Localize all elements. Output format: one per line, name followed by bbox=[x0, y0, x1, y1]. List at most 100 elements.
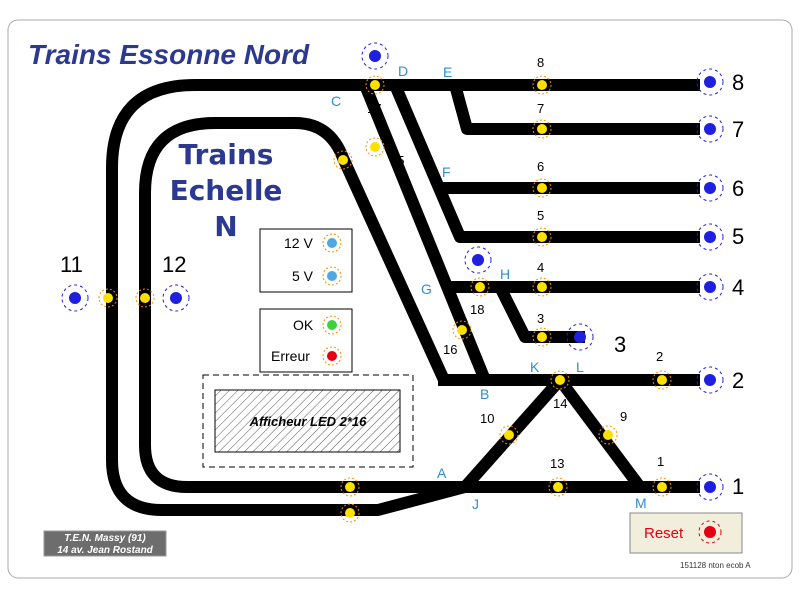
switch-letter-e: E bbox=[443, 64, 452, 80]
sensor-number-18: 18 bbox=[470, 302, 484, 317]
power-5v-label: 5 V bbox=[292, 268, 314, 284]
yellow-led-c bbox=[333, 150, 353, 170]
track-inner-loop bbox=[139, 117, 700, 493]
sensor-numbers: 1 2 3 4 5 6 7 8 9 10 13 14 15 16 17 18 bbox=[367, 55, 664, 471]
power-5v-led bbox=[322, 266, 342, 286]
sensor-number-8: 8 bbox=[537, 55, 544, 70]
yellow-led-2 bbox=[652, 370, 672, 390]
footer-note: 151128 nton ecob A bbox=[680, 561, 751, 570]
yellow-led-9 bbox=[598, 425, 618, 445]
blue-led-track-11 bbox=[61, 284, 89, 312]
track-branch-e-7 bbox=[449, 83, 700, 135]
yellow-led-11 bbox=[98, 288, 118, 308]
sensor-number-13: 13 bbox=[550, 456, 564, 471]
status-ok-led bbox=[322, 315, 342, 335]
yellow-led-16 bbox=[452, 320, 472, 340]
echelle-line-2: Echelle bbox=[170, 174, 283, 207]
blue-led-track-7 bbox=[696, 115, 724, 143]
switch-letter-j: J bbox=[472, 496, 479, 512]
page-title: Trains Essonne Nord bbox=[28, 39, 310, 70]
sensor-number-7: 7 bbox=[537, 101, 544, 116]
blue-signal-leds bbox=[61, 42, 724, 501]
switch-letter-g: G bbox=[421, 281, 432, 297]
track-number-3: 3 bbox=[614, 332, 626, 357]
track-outer-loop bbox=[106, 79, 700, 516]
led-display: Afficheur LED 2*16 bbox=[202, 374, 414, 468]
track-number-7: 7 bbox=[732, 117, 744, 142]
blue-led-track-12 bbox=[162, 284, 190, 312]
blue-led-track-1 bbox=[696, 473, 724, 501]
board-frame bbox=[7, 19, 793, 579]
blue-led-track-3 bbox=[566, 323, 594, 351]
yellow-led-a-upper bbox=[340, 477, 360, 497]
track-number-4: 4 bbox=[732, 275, 744, 300]
track-branch-d-f bbox=[389, 82, 700, 243]
blue-led-track-5 bbox=[696, 223, 724, 251]
yellow-led-8 bbox=[532, 75, 552, 95]
power-panel: 12 V 5 V bbox=[259, 228, 353, 293]
track-number-11: 11 bbox=[60, 252, 83, 277]
club-nameplate: T.E.N. Massy (91) 14 av. Jean Rostand bbox=[43, 530, 167, 557]
switch-letter-b: B bbox=[480, 386, 489, 402]
club-nameplate-line-1: T.E.N. Massy (91) bbox=[64, 533, 146, 544]
yellow-led-4 bbox=[532, 277, 552, 297]
blue-led-track-8 bbox=[696, 68, 724, 96]
echelle-line-1: Trains bbox=[179, 138, 274, 171]
reset-led bbox=[698, 520, 722, 544]
track-number-12: 12 bbox=[162, 252, 186, 277]
sensor-number-1: 1 bbox=[657, 454, 664, 469]
sensor-number-5: 5 bbox=[537, 208, 544, 223]
track-number-6: 6 bbox=[732, 176, 744, 201]
yellow-led-10 bbox=[499, 425, 519, 445]
blue-led-track-2 bbox=[696, 366, 724, 394]
switch-letter-c: C bbox=[331, 93, 341, 109]
sensor-number-4: 4 bbox=[537, 260, 544, 275]
track-number-2: 2 bbox=[732, 368, 744, 393]
yellow-led-13 bbox=[548, 477, 568, 497]
sensor-number-15: 15 bbox=[390, 153, 404, 168]
sensor-number-14: 14 bbox=[553, 396, 567, 411]
sensor-number-9: 9 bbox=[620, 409, 627, 424]
reset-button[interactable]: Reset bbox=[629, 512, 743, 554]
status-panel: OK Erreur bbox=[259, 308, 353, 373]
sensor-number-3: 3 bbox=[537, 311, 544, 326]
blue-led-track-4 bbox=[696, 273, 724, 301]
switch-letter-d: D bbox=[398, 63, 408, 79]
sensor-number-2: 2 bbox=[656, 349, 663, 364]
status-error-label: Erreur bbox=[271, 348, 310, 364]
track-3-spur bbox=[494, 284, 585, 343]
blue-led-h bbox=[464, 246, 492, 274]
track-number-5: 5 bbox=[732, 224, 744, 249]
sensor-number-17: 17 bbox=[367, 101, 381, 116]
status-error-led bbox=[322, 346, 342, 366]
reset-label: Reset bbox=[644, 525, 684, 542]
power-12v-label: 12 V bbox=[284, 235, 313, 251]
sensor-number-6: 6 bbox=[537, 159, 544, 174]
sensor-number-10: 10 bbox=[480, 411, 494, 426]
switch-letter-f: F bbox=[442, 164, 451, 180]
yellow-led-6 bbox=[532, 178, 552, 198]
power-12v-led bbox=[322, 233, 342, 253]
yellow-led-5 bbox=[532, 227, 552, 247]
yellow-led-15 bbox=[365, 137, 385, 157]
switch-letter-a: A bbox=[437, 465, 447, 481]
yellow-sensor-leds bbox=[98, 75, 672, 523]
switch-letter-l: L bbox=[576, 359, 584, 375]
yellow-led-17 bbox=[365, 75, 385, 95]
led-display-label: Afficheur LED 2*16 bbox=[249, 414, 368, 429]
blue-led-title bbox=[361, 42, 389, 70]
echelle-line-3: N bbox=[214, 210, 237, 243]
track-numbers: 1 2 3 4 5 6 7 8 11 12 bbox=[60, 70, 744, 499]
track-number-8: 8 bbox=[732, 70, 744, 95]
yellow-led-18 bbox=[470, 277, 490, 297]
yellow-led-12 bbox=[135, 288, 155, 308]
yellow-led-1 bbox=[652, 477, 672, 497]
track-triangle-right bbox=[555, 376, 645, 491]
status-ok-label: OK bbox=[293, 317, 314, 333]
blue-led-track-6 bbox=[696, 174, 724, 202]
yellow-led-3 bbox=[532, 327, 552, 347]
track-number-1: 1 bbox=[732, 474, 744, 499]
sensor-number-16: 16 bbox=[443, 342, 457, 357]
switch-letter-h: H bbox=[500, 266, 510, 282]
